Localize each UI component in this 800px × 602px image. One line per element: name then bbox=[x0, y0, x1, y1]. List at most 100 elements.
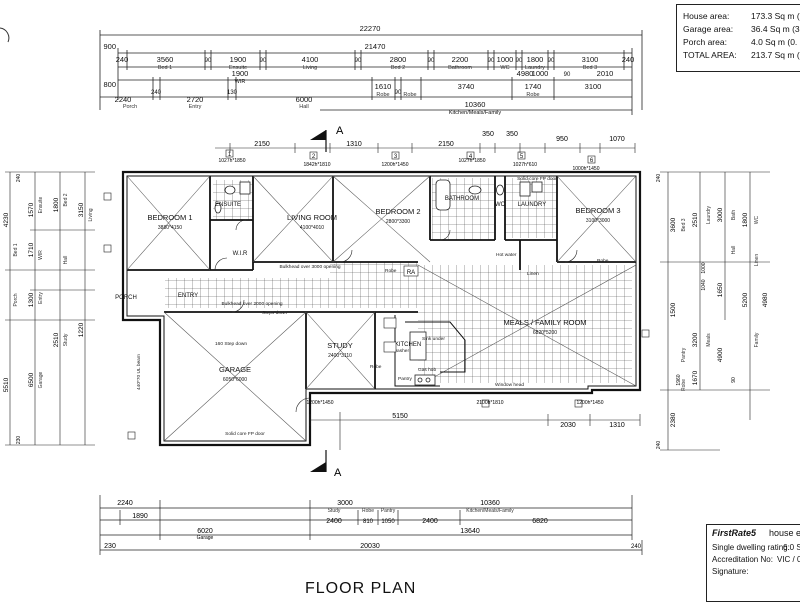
window-dim: 2150 bbox=[254, 141, 270, 148]
dim-bottom: 10360 bbox=[480, 500, 500, 507]
dim-left: 1710 bbox=[28, 242, 35, 257]
dim-label: Laundry bbox=[525, 65, 545, 71]
note: Steps down bbox=[262, 310, 287, 316]
window-number: 6 bbox=[590, 158, 594, 164]
outer-walls bbox=[121, 170, 642, 447]
room-name: MEALS / FAMILY ROOM bbox=[503, 318, 586, 327]
bottom-dimension-texts: 2240 3000 10360 Study Robe Pantry Kitche… bbox=[104, 500, 642, 550]
dim-bottom: 2400 bbox=[326, 518, 342, 525]
dim-top: 90 bbox=[205, 58, 212, 64]
dim-label: Ensuite bbox=[38, 196, 44, 213]
area-value: 36.4 Sq m (3. bbox=[751, 24, 800, 34]
room-name: STUDY bbox=[327, 341, 352, 350]
dim-bottom: 6820 bbox=[532, 518, 548, 525]
note: Robe bbox=[370, 364, 382, 370]
dim-bottom: 240 bbox=[631, 544, 642, 550]
dim-right: 4900 bbox=[717, 347, 724, 362]
dim-label: WC bbox=[500, 65, 509, 71]
dim-top: 1800 bbox=[527, 55, 544, 64]
dim-label: Ensuite bbox=[229, 65, 247, 71]
dim-label: Entry bbox=[189, 104, 202, 110]
dim-label: Pantry bbox=[681, 347, 687, 362]
dim-right: 1040 bbox=[701, 279, 707, 290]
dim-right: 1650 bbox=[717, 282, 724, 297]
dim-left: 1300 bbox=[28, 292, 35, 307]
dim-top: 3100 bbox=[585, 82, 602, 91]
top-dimension-texts: 22270 21470 240 3560 90 1900 90 4100 90 … bbox=[103, 24, 634, 116]
window-code: 2100h*1810 bbox=[477, 400, 504, 406]
window-code: 1200h*1450 bbox=[382, 162, 409, 168]
window-dim: 350 bbox=[506, 131, 518, 138]
area-label: House area: bbox=[683, 11, 730, 21]
left-dimension-lines bbox=[5, 171, 95, 446]
note: Solid core FP door bbox=[517, 176, 557, 182]
dim-right: 2380 bbox=[670, 412, 677, 427]
dim-top: 90 bbox=[395, 90, 402, 96]
dim-bottom: 20030 bbox=[360, 543, 380, 550]
shower-icon bbox=[239, 181, 251, 195]
dim-bottom: 3000 bbox=[337, 500, 353, 507]
dim-top: 1000 bbox=[532, 69, 549, 78]
dim-right: 2510 bbox=[692, 212, 699, 227]
note: Robe bbox=[597, 258, 609, 264]
dim-right: 1500 bbox=[670, 302, 677, 317]
right-dimension-texts: 3600 1500 2380 2510 3200 1670 3000 1650 … bbox=[656, 174, 769, 450]
note: Bulkhead over 3000 opening bbox=[279, 264, 340, 270]
window-dimension-line-top bbox=[215, 143, 636, 153]
dim-top: 800 bbox=[103, 80, 116, 89]
fixtures bbox=[214, 179, 543, 386]
dim-top: 3100 bbox=[582, 55, 599, 64]
window-dim: 950 bbox=[556, 136, 568, 143]
room-size: 2800*3300 bbox=[386, 219, 410, 225]
note: Dishwasher bbox=[384, 348, 409, 354]
room-name: BATHROOM bbox=[445, 196, 479, 202]
dim-top: 90 bbox=[516, 58, 523, 64]
room-size: 6050*6000 bbox=[223, 377, 247, 383]
dim-top: 90 bbox=[260, 58, 267, 64]
window-number-boxes-top: 1 2 3 4 5 6 bbox=[225, 149, 596, 164]
dim-label: Garage bbox=[38, 371, 44, 388]
dim-right: 240 bbox=[656, 174, 662, 183]
window-code: 1027h*1850 bbox=[459, 158, 486, 164]
window-dim: 1310 bbox=[609, 422, 625, 429]
dim-top: 6000 bbox=[296, 95, 313, 104]
window-number: 4 bbox=[469, 154, 473, 160]
dim-top: 1900 bbox=[230, 55, 247, 64]
area-label: Garage area: bbox=[683, 24, 734, 34]
dim-left: 5510 bbox=[3, 377, 10, 392]
door-swings bbox=[214, 219, 578, 413]
dim-label: Bed 1 bbox=[158, 65, 172, 71]
note: Sink under bbox=[422, 336, 445, 342]
dim-label: Bathroom bbox=[448, 65, 472, 71]
dim-label: Entry bbox=[38, 292, 44, 304]
window-code: 1027h*610 bbox=[513, 162, 537, 168]
dim-bottom: 13640 bbox=[460, 528, 480, 535]
dim-top: 1900 bbox=[232, 69, 249, 78]
room-name: BEDROOM 1 bbox=[147, 213, 192, 222]
dim-bottom: 1050 bbox=[381, 519, 395, 525]
dim-bottom: 2240 bbox=[117, 500, 133, 507]
window-number: 3 bbox=[394, 154, 398, 160]
dim-right: 1800 bbox=[742, 212, 749, 227]
dim-label: Pantry bbox=[381, 508, 396, 514]
dim-label: Bed 2 bbox=[63, 193, 69, 206]
dim-right: 4980 bbox=[762, 292, 769, 307]
window-dim: 5150 bbox=[392, 413, 408, 420]
dim-right: 5200 bbox=[742, 292, 749, 307]
dim-top: 90 bbox=[428, 58, 435, 64]
room-name: W.I.R bbox=[233, 251, 248, 257]
sink-icon bbox=[409, 331, 427, 361]
dim-top: 240 bbox=[151, 90, 162, 96]
svg-text:RA: RA bbox=[407, 270, 415, 276]
dim-top: 2800 bbox=[390, 55, 407, 64]
rating-label: Accreditation No: bbox=[712, 555, 773, 564]
dim-top: 90 bbox=[548, 58, 555, 64]
dim-label: Bath bbox=[731, 210, 737, 221]
dim-top: 2720 bbox=[187, 95, 204, 104]
dim-left: 240 bbox=[16, 174, 22, 183]
top-dimension-lines bbox=[99, 30, 643, 115]
window-number: 5 bbox=[520, 154, 524, 160]
dim-label: Laundry bbox=[706, 205, 712, 224]
bathtub-icon bbox=[435, 179, 451, 211]
section-letter: A bbox=[334, 467, 342, 479]
